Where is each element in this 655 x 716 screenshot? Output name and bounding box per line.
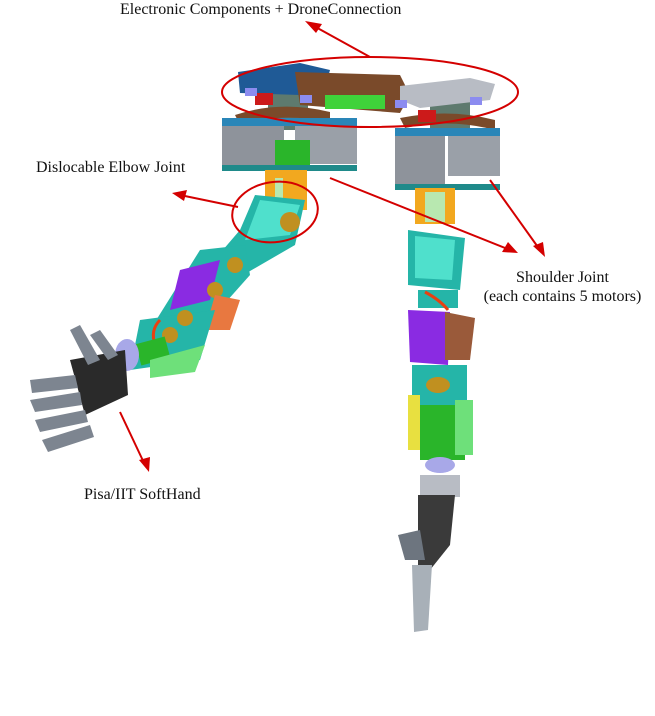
elbow-highlight-ellipse (231, 180, 319, 244)
label-softhand: Pisa/IIT SoftHand (84, 486, 201, 503)
right-arm (398, 188, 475, 632)
right-shoulder-motors (395, 128, 500, 190)
arrowheads (139, 21, 545, 472)
label-shoulder-joint: Shoulder Joint (each contains 5 motors) (470, 268, 655, 306)
annotations (119, 24, 541, 466)
shoulder-joint-title: Shoulder Joint (516, 269, 609, 286)
label-electronic-components: Electronic Components + DroneConnection (120, 1, 402, 18)
left-arm (30, 170, 307, 452)
label-elbow-joint: Dislocable Elbow Joint (36, 159, 186, 176)
shoulder-joint-subtitle: (each contains 5 motors) (483, 288, 642, 305)
electronics-platform (235, 63, 495, 133)
